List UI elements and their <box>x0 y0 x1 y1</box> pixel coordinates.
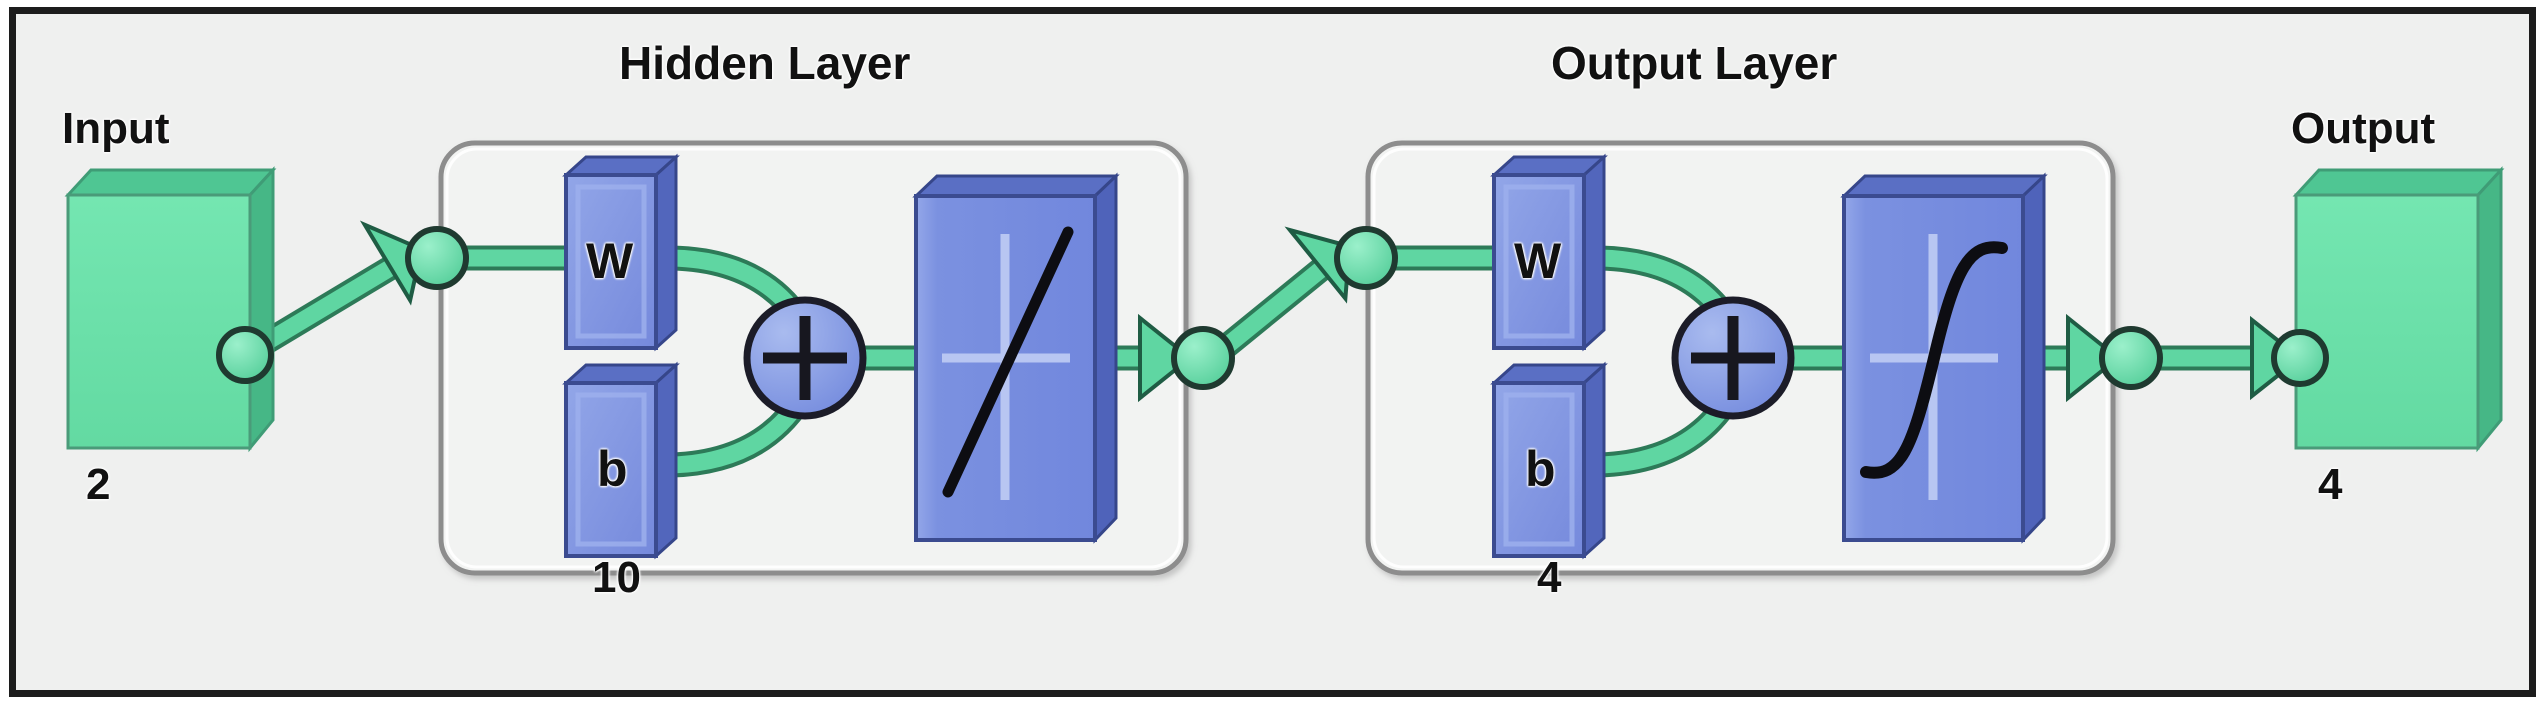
input-box <box>64 166 277 453</box>
output-sum-node <box>1671 296 1795 420</box>
output-label: Output <box>2291 104 2436 153</box>
output-weight-block <box>1490 153 1608 352</box>
input-label: Input <box>62 104 170 153</box>
output-count: 4 <box>2318 460 2343 509</box>
hidden-transfer-block <box>912 172 1120 544</box>
output-weight-label: W <box>1514 233 1562 289</box>
hidden-bias-label: b <box>597 441 628 497</box>
hidden-layer-count: 10 <box>592 553 641 602</box>
output-bias-block <box>1490 361 1608 560</box>
input-count: 2 <box>86 460 111 509</box>
output-port-node <box>2271 329 2329 387</box>
output-bias-label: b <box>1525 441 1556 497</box>
hidden-bias-block <box>562 361 680 560</box>
hidden-layer-output-node <box>1171 326 1235 390</box>
hidden-layer-title: Hidden Layer <box>619 37 911 89</box>
output-box <box>2292 166 2505 453</box>
output-layer-title: Output Layer <box>1551 37 1838 89</box>
hidden-layer-input-node <box>405 226 469 290</box>
output-layer-count: 4 <box>1537 553 1562 602</box>
hidden-weight-label: W <box>586 233 634 289</box>
connection-nodes <box>216 226 2329 390</box>
output-layer-input-node <box>1334 226 1398 290</box>
hidden-sum-node <box>743 296 867 420</box>
hidden-weight-block <box>562 153 680 352</box>
input-port-node <box>216 326 274 384</box>
output-layer-output-node <box>2099 326 2163 390</box>
output-transfer-block <box>1840 172 2048 544</box>
